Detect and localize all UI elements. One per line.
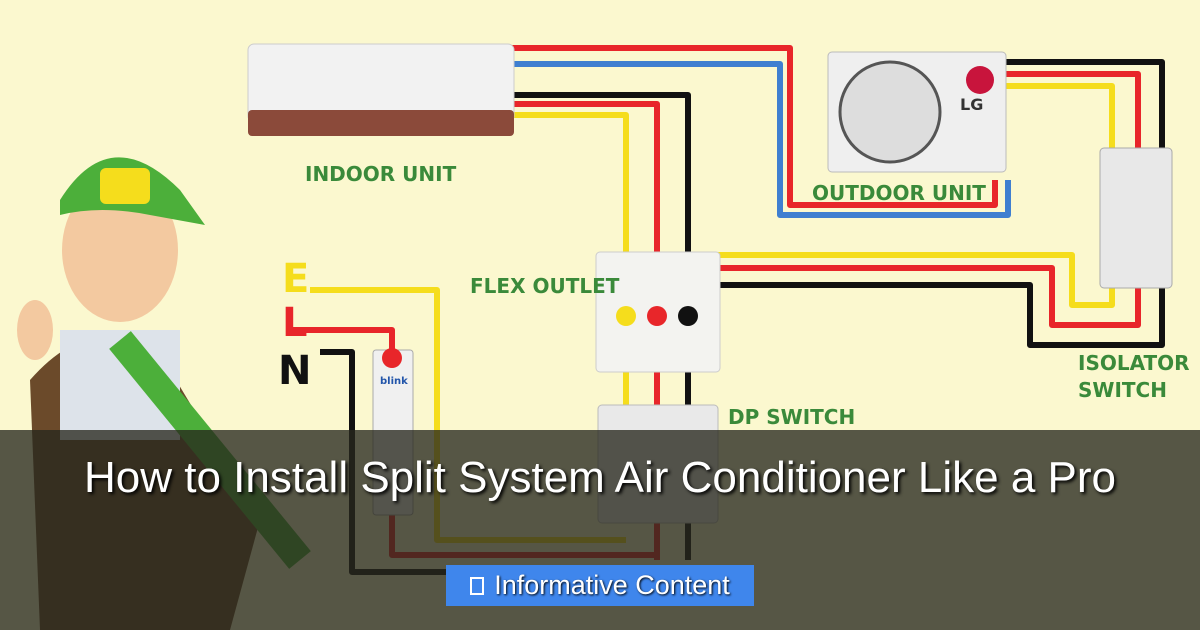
indoor-unit-label: INDOOR UNIT (305, 162, 457, 186)
wire-red-indoor-outdoor (510, 45, 998, 208)
wire-yellow-out-iso (1000, 83, 1115, 150)
neutral-label: N (278, 348, 311, 394)
outdoor-brand: LG (960, 95, 983, 114)
dp-switch-label: DP SWITCH (728, 405, 855, 429)
wire-black-flex-iso (688, 282, 1165, 348)
earth-label: E (282, 256, 309, 302)
isolator-label-2: SWITCH (1078, 378, 1167, 402)
indoor-unit (247, 43, 515, 136)
category-badge[interactable]: Informative Content (446, 565, 754, 606)
outdoor-unit (827, 51, 1007, 173)
breaker-brand: blink (380, 376, 408, 387)
live-label: L (282, 300, 308, 346)
isolator-switch (1099, 147, 1173, 289)
isolator-label-1: ISOLATOR (1078, 351, 1190, 375)
flex-outlet-label: FLEX OUTLET (470, 274, 620, 298)
badge-label: Informative Content (494, 570, 730, 600)
wire-blue-indoor-outdoor (510, 61, 1011, 218)
document-icon (470, 576, 485, 595)
wire-red-flex-iso (657, 265, 1141, 328)
page-title: How to Install Split System Air Conditio… (83, 453, 1116, 502)
wire-yellow-flex-iso (626, 252, 1115, 308)
outdoor-unit-label: OUTDOOR UNIT (812, 181, 986, 205)
wire-red-out-iso (1000, 71, 1141, 150)
